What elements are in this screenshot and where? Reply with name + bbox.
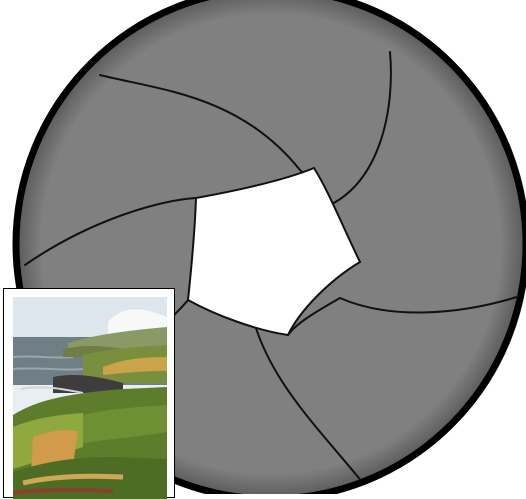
photo-thumbnail[interactable] [3,288,175,498]
landscape-photo-icon [13,297,167,499]
